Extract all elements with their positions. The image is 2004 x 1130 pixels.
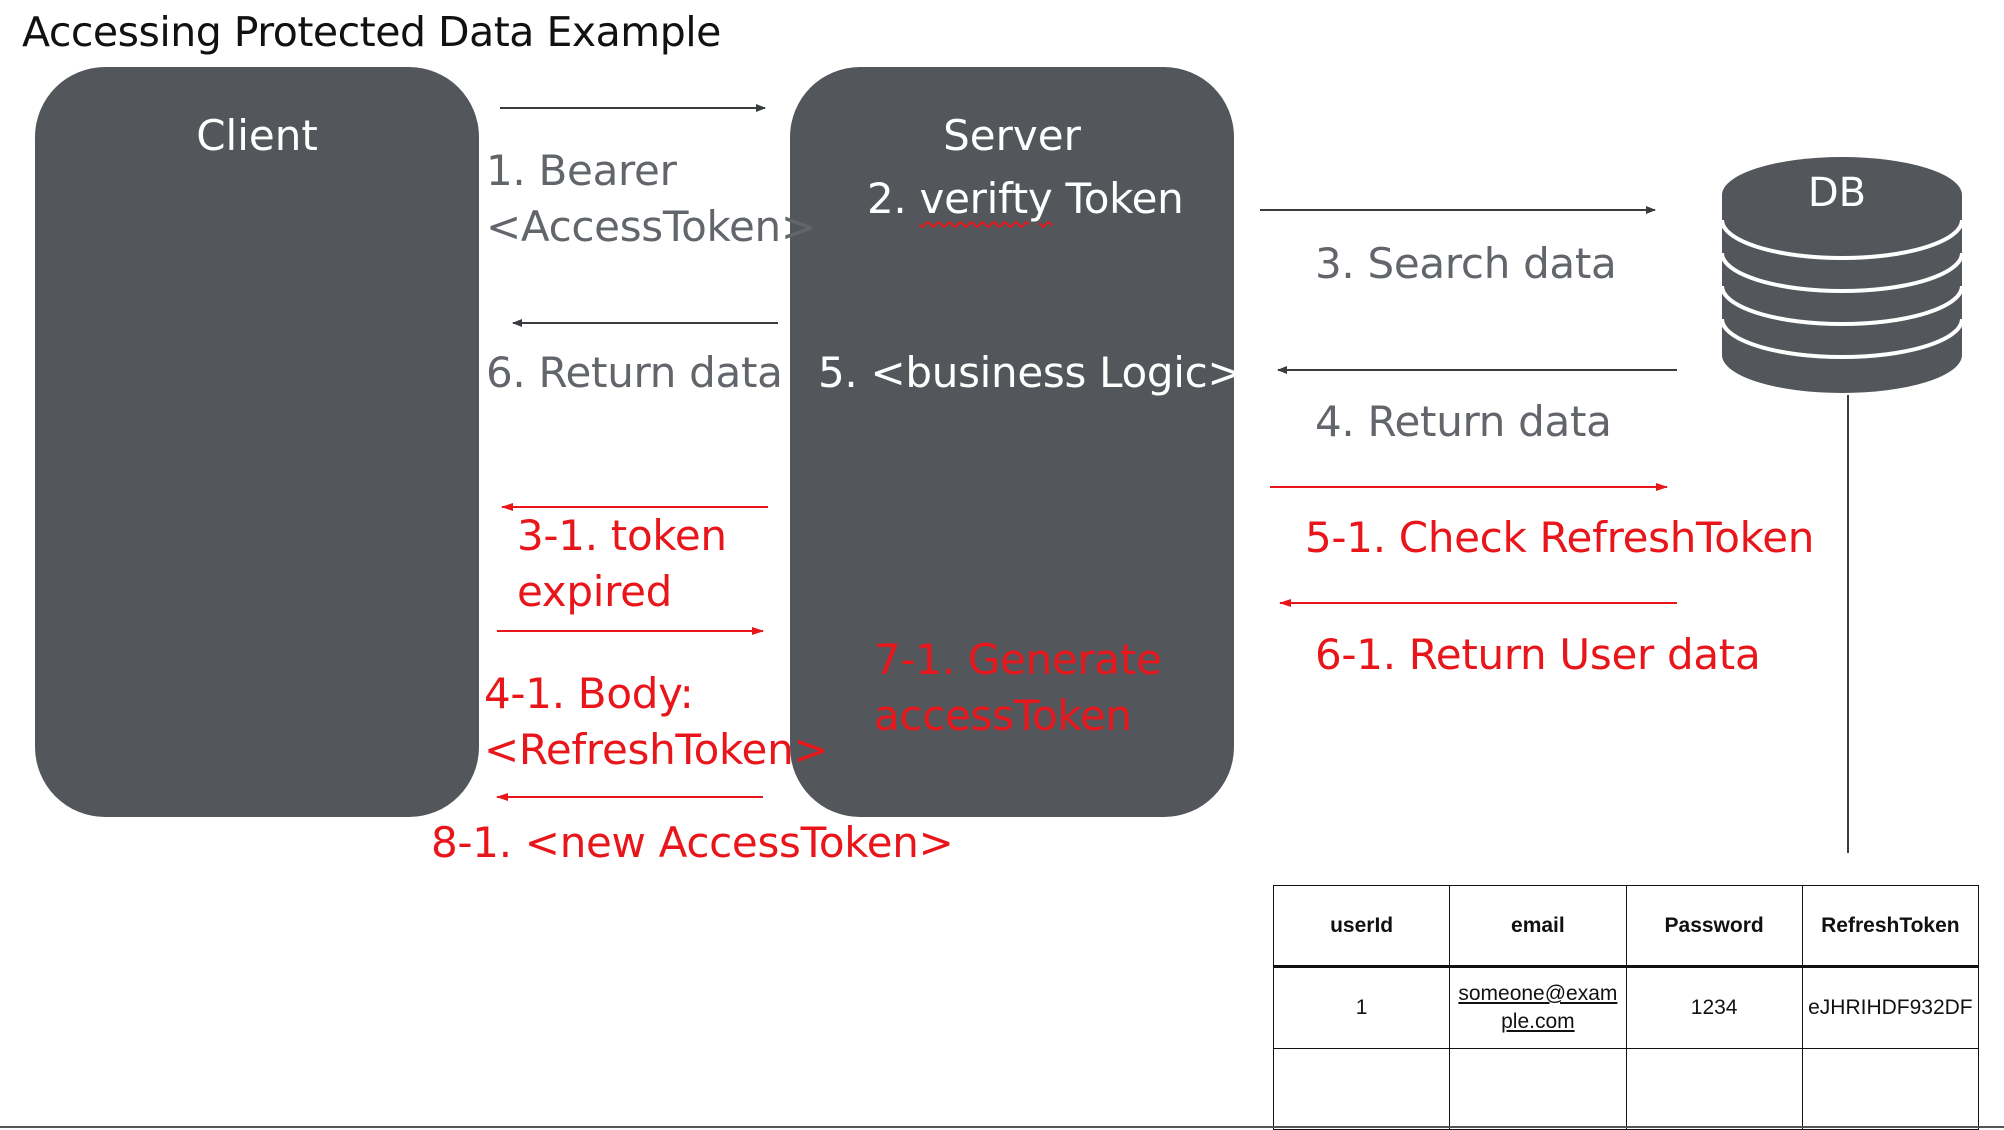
label-step3-1: 3-1. token expired (517, 511, 727, 616)
header-refreshtoken: RefreshToken (1801, 885, 1980, 968)
header-userid: userId (1272, 885, 1451, 968)
bottom-divider (0, 1126, 2004, 1128)
cell-password: 1234 (1625, 966, 1803, 1049)
table-header-row: userId email Password RefreshToken (1272, 885, 1980, 968)
email-link[interactable]: someone@example.com (1458, 982, 1618, 1033)
table-row (1272, 1048, 1980, 1130)
label-step4-1: 4-1. Body: <RefreshToken> (484, 669, 829, 774)
client-box: Client (35, 67, 479, 817)
label-step2: 2. verifty Token (867, 174, 1184, 223)
cell-empty (1272, 1048, 1451, 1130)
label-step3: 3. Search data (1315, 239, 1617, 288)
diagram-title: Accessing Protected Data Example (22, 8, 721, 56)
db-label: DB (1807, 170, 1867, 216)
client-label: Client (196, 111, 318, 160)
cell-empty (1449, 1048, 1627, 1130)
label-step4: 4. Return data (1315, 397, 1612, 446)
label-step7-1: 7-1. Generate accessToken (874, 635, 1162, 740)
cell-refreshtoken: eJHRIHDF932DF (1801, 966, 1980, 1049)
label-step5-1: 5-1. Check RefreshToken (1305, 513, 1815, 562)
header-email: email (1449, 885, 1627, 968)
label-step8-1: 8-1. <new AccessToken> (431, 818, 954, 867)
cell-userid: 1 (1272, 966, 1451, 1049)
label-step6: 6. Return data (486, 348, 783, 397)
cell-email: someone@example.com (1449, 966, 1627, 1049)
cell-empty (1625, 1048, 1803, 1130)
server-label: Server (943, 111, 1081, 160)
label-step6-1: 6-1. Return User data (1315, 630, 1761, 679)
label-step1: 1. Bearer <AccessToken> (486, 146, 816, 251)
users-table: userId email Password RefreshToken 1 som… (1272, 885, 1980, 1130)
cell-empty (1801, 1048, 1980, 1130)
label-step5: 5. <business Logic> (818, 348, 1243, 397)
header-password: Password (1625, 885, 1803, 968)
table-row: 1 someone@example.com 1234 eJHRIHDF932DF (1272, 966, 1980, 1049)
server-box: Server (790, 67, 1234, 817)
